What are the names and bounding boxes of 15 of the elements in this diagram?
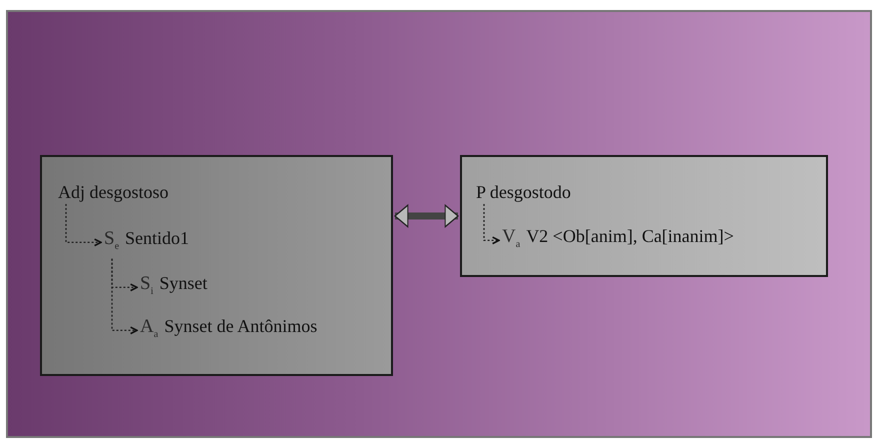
node-label: P desgostodo bbox=[476, 182, 571, 202]
symbol-label: A$_{a}$ bbox=[140, 316, 158, 337]
tree-arrow bbox=[111, 258, 138, 334]
node-label: Sentido1 bbox=[125, 228, 190, 248]
node-label: Adj desgostoso bbox=[58, 182, 169, 202]
tree-arrow bbox=[65, 204, 102, 246]
node-label: V2 <Ob[anim], Ca[inanim]> bbox=[526, 226, 734, 246]
node-label: Synset bbox=[159, 273, 208, 293]
node-box bbox=[460, 155, 828, 277]
symbol-label: V$_{a}$ bbox=[502, 226, 520, 247]
symbol-label: S$_{e}$ bbox=[104, 228, 120, 249]
node-label: Synset de Antônimos bbox=[164, 316, 318, 336]
tree-arrow bbox=[483, 204, 500, 244]
node-box bbox=[40, 155, 393, 376]
symbol-label: S$_{i}$ bbox=[140, 273, 154, 294]
